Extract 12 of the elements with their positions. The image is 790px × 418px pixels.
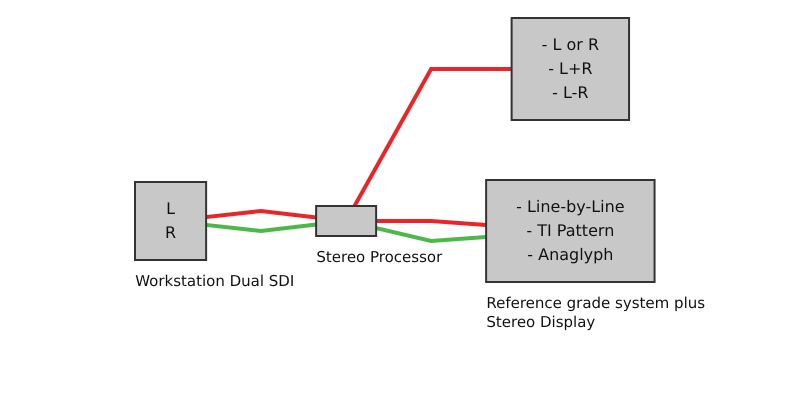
connector: [352, 67, 512, 207]
connector: [206, 222, 317, 234]
connector: [376, 226, 486, 244]
node-box: - Line-by-Line - TI Pattern - Anaglyph: [485, 179, 656, 283]
node-label: Stereo Processor: [316, 248, 442, 267]
node-box: L R: [134, 181, 208, 261]
node-label: Reference grade system plus Stereo Display: [486, 294, 706, 332]
connector: [376, 219, 486, 227]
node-label: Workstation Dual SDI: [135, 272, 294, 291]
connector: [206, 208, 317, 220]
node-box: - L or R - L+R - L-R: [510, 17, 630, 121]
node-box: [315, 205, 378, 237]
